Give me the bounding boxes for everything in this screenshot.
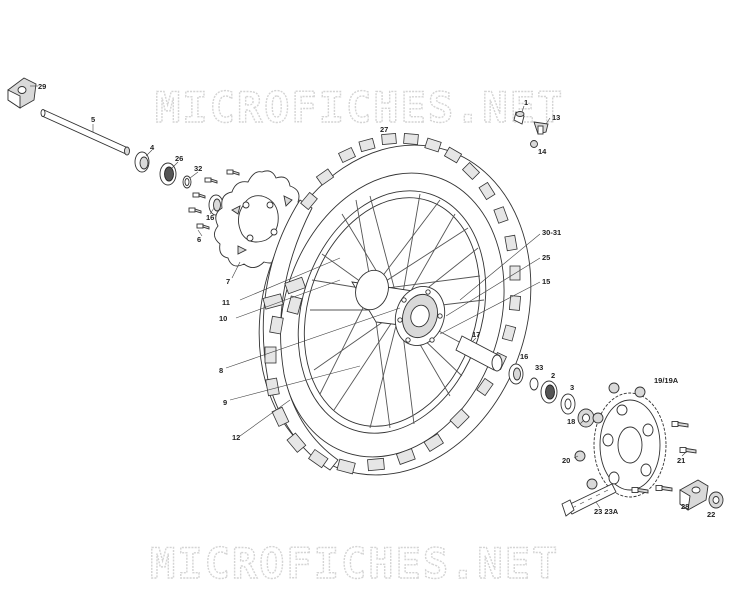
part-bearing-16-right xyxy=(508,363,524,385)
callout-16-left: 16 xyxy=(206,213,214,222)
callout-19-19a: 19/19A xyxy=(654,376,679,385)
part-seal-2 xyxy=(540,380,558,404)
part-valve-13 xyxy=(533,121,549,135)
callout-3: 3 xyxy=(570,383,574,392)
part-ring-33 xyxy=(529,377,539,391)
callout-28: 28 xyxy=(681,502,689,511)
callout-8: 8 xyxy=(219,366,223,375)
part-wheel-assembly xyxy=(258,132,532,476)
callout-12: 12 xyxy=(232,433,240,442)
callout-15: 15 xyxy=(542,277,550,286)
part-spacer-3 xyxy=(560,393,576,415)
part-axle-adjuster-right xyxy=(679,479,709,511)
part-disc-bolts xyxy=(188,169,240,230)
callout-16-right: 16 xyxy=(520,352,528,361)
callout-29: 29 xyxy=(38,82,46,91)
watermark-bottom: MICROFICHES.NET xyxy=(150,539,559,588)
callout-6: 6 xyxy=(197,235,201,244)
callout-9: 9 xyxy=(223,398,227,407)
callout-13: 13 xyxy=(552,113,560,122)
part-axle-adjuster-left xyxy=(7,77,37,109)
callout-10: 10 xyxy=(219,314,227,323)
callout-17: 17 xyxy=(472,330,480,339)
watermark-top: MICROFICHES.NET xyxy=(155,83,564,132)
callout-18: 18 xyxy=(567,417,575,426)
callout-30-31: 30-31 xyxy=(542,228,561,237)
callout-11: 11 xyxy=(222,298,230,307)
callout-7: 7 xyxy=(226,277,230,286)
callout-25: 25 xyxy=(542,253,550,262)
part-drive-chain xyxy=(561,483,617,517)
callout-4: 4 xyxy=(150,143,155,152)
part-spacer-17 xyxy=(455,335,503,372)
part-sprocket-nuts xyxy=(574,382,646,490)
callout-20: 20 xyxy=(562,456,570,465)
callout-23-23a: 23 23A xyxy=(594,507,619,516)
callout-1: 1 xyxy=(524,98,528,107)
wheel-hub xyxy=(351,269,446,346)
part-bearing-left xyxy=(134,151,150,173)
callout-14: 14 xyxy=(538,147,547,156)
part-axle-nut xyxy=(708,491,724,509)
leader-lines xyxy=(30,85,687,509)
part-ring-32 xyxy=(182,175,192,189)
callout-5: 5 xyxy=(91,115,95,124)
part-sprocket-bolts xyxy=(631,421,697,494)
callout-26: 26 xyxy=(175,154,183,163)
callout-2: 2 xyxy=(551,371,555,380)
callout-21: 21 xyxy=(677,456,685,465)
part-seal-26 xyxy=(159,162,177,186)
part-axle xyxy=(40,109,130,156)
part-valve-nut-14 xyxy=(530,140,538,148)
callout-labels: 29 5 4 26 32 16 6 7 11 10 8 9 12 27 1 13… xyxy=(38,82,715,519)
callout-27: 27 xyxy=(380,125,388,134)
tire-tread-blocks xyxy=(262,132,522,475)
callout-33: 33 xyxy=(535,363,543,372)
part-spacer-18 xyxy=(577,408,595,428)
part-valve-1 xyxy=(513,111,525,125)
part-rear-sprocket xyxy=(593,392,667,498)
callout-22: 22 xyxy=(707,510,715,519)
callout-32: 32 xyxy=(194,164,202,173)
